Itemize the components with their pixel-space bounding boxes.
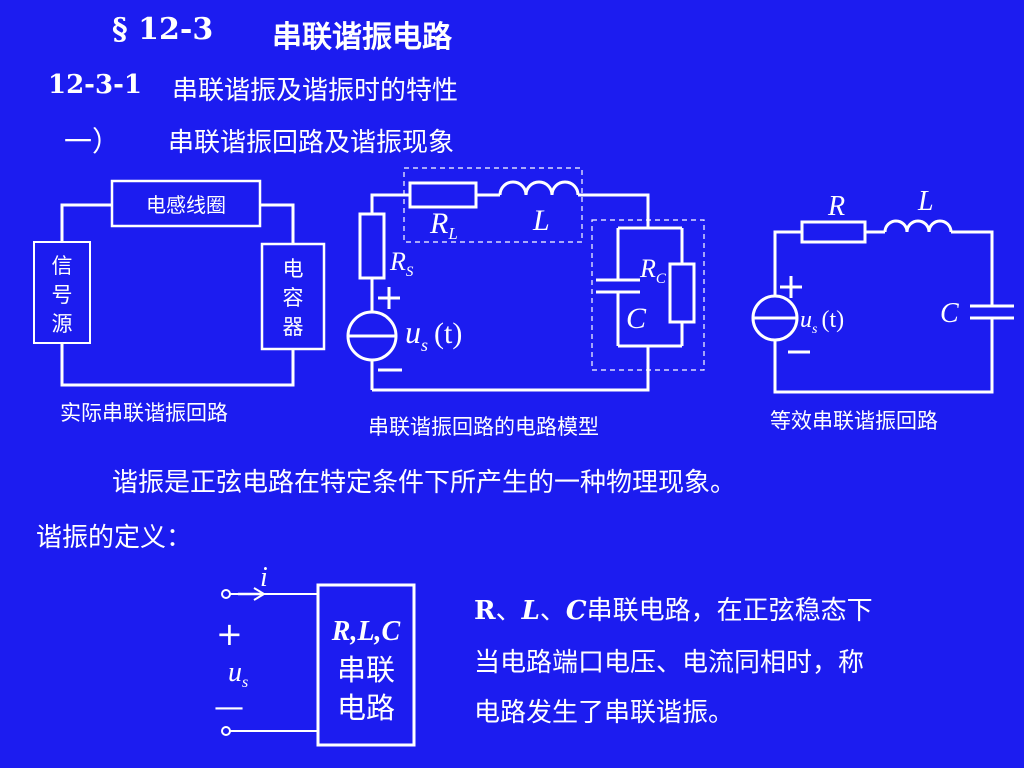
label-c: C [626,302,647,335]
label-rs: RS [389,247,414,280]
capacitor-dashed-group [591,219,705,371]
box-line1: R,L,C [331,616,401,647]
resistor-rc [668,262,696,324]
label-current: i [260,562,268,593]
inductor-l3 [883,219,953,233]
rlc-box [316,583,416,747]
source-label: 信号源 [52,254,73,336]
source-box [33,241,91,344]
label-port-voltage: us [228,657,248,691]
coil-dashed-group [403,167,583,243]
resistor-rs [358,212,386,280]
coil-label: 电感线圈 [146,193,226,217]
caption-real-circuit: 实际串联谐振回路 [60,401,228,425]
definition-label: 谐振的定义： [36,523,193,553]
coil-box [110,179,262,228]
label-l3: L [917,186,934,217]
capacitor-label: 电容器 [283,257,304,339]
caption-circuit-model: 串联谐振回路的电路模型 [368,415,599,439]
label-r3: R [827,191,845,222]
inductor-l [498,180,580,196]
source-us3 [751,294,799,342]
box-line2: 串联 [337,653,395,687]
resistor-rl [408,181,478,209]
definition-line3: 电路发生了串联谐振。 [474,698,735,728]
label-source: us(t) [405,314,462,355]
section-number: § 12-3 [112,12,214,47]
part-title: 串联谐振回路及谐振现象 [168,128,455,158]
label-c3: C [940,298,959,329]
section-title: 串联谐振电路 [272,20,452,55]
subsection-title: 串联谐振及谐振时的特性 [172,76,459,106]
capacitor-box [260,242,326,351]
label-source3: us(t) [800,307,844,337]
subsection-number: 12-3-1 [48,70,142,100]
definition-line1: R、L、C串联电路，在正弦稳态下 [474,596,873,626]
definition-line2: 当电路端口电压、电流同相时，称 [474,648,865,678]
part-marker: 一） [64,125,121,158]
source-us [346,310,398,362]
label-port-plus: + [216,615,243,653]
label-port-minus: — [214,690,244,725]
label-rc: RC [639,254,667,287]
label-rl: RL [429,207,458,243]
box-line3: 电路 [337,691,395,725]
caption-equivalent-circuit: 等效串联谐振回路 [770,409,938,433]
resistor-r3 [800,220,867,244]
resonance-statement: 谐振是正弦电路在特定条件下所产生的一种物理现象。 [112,468,737,498]
label-l: L [532,204,550,237]
